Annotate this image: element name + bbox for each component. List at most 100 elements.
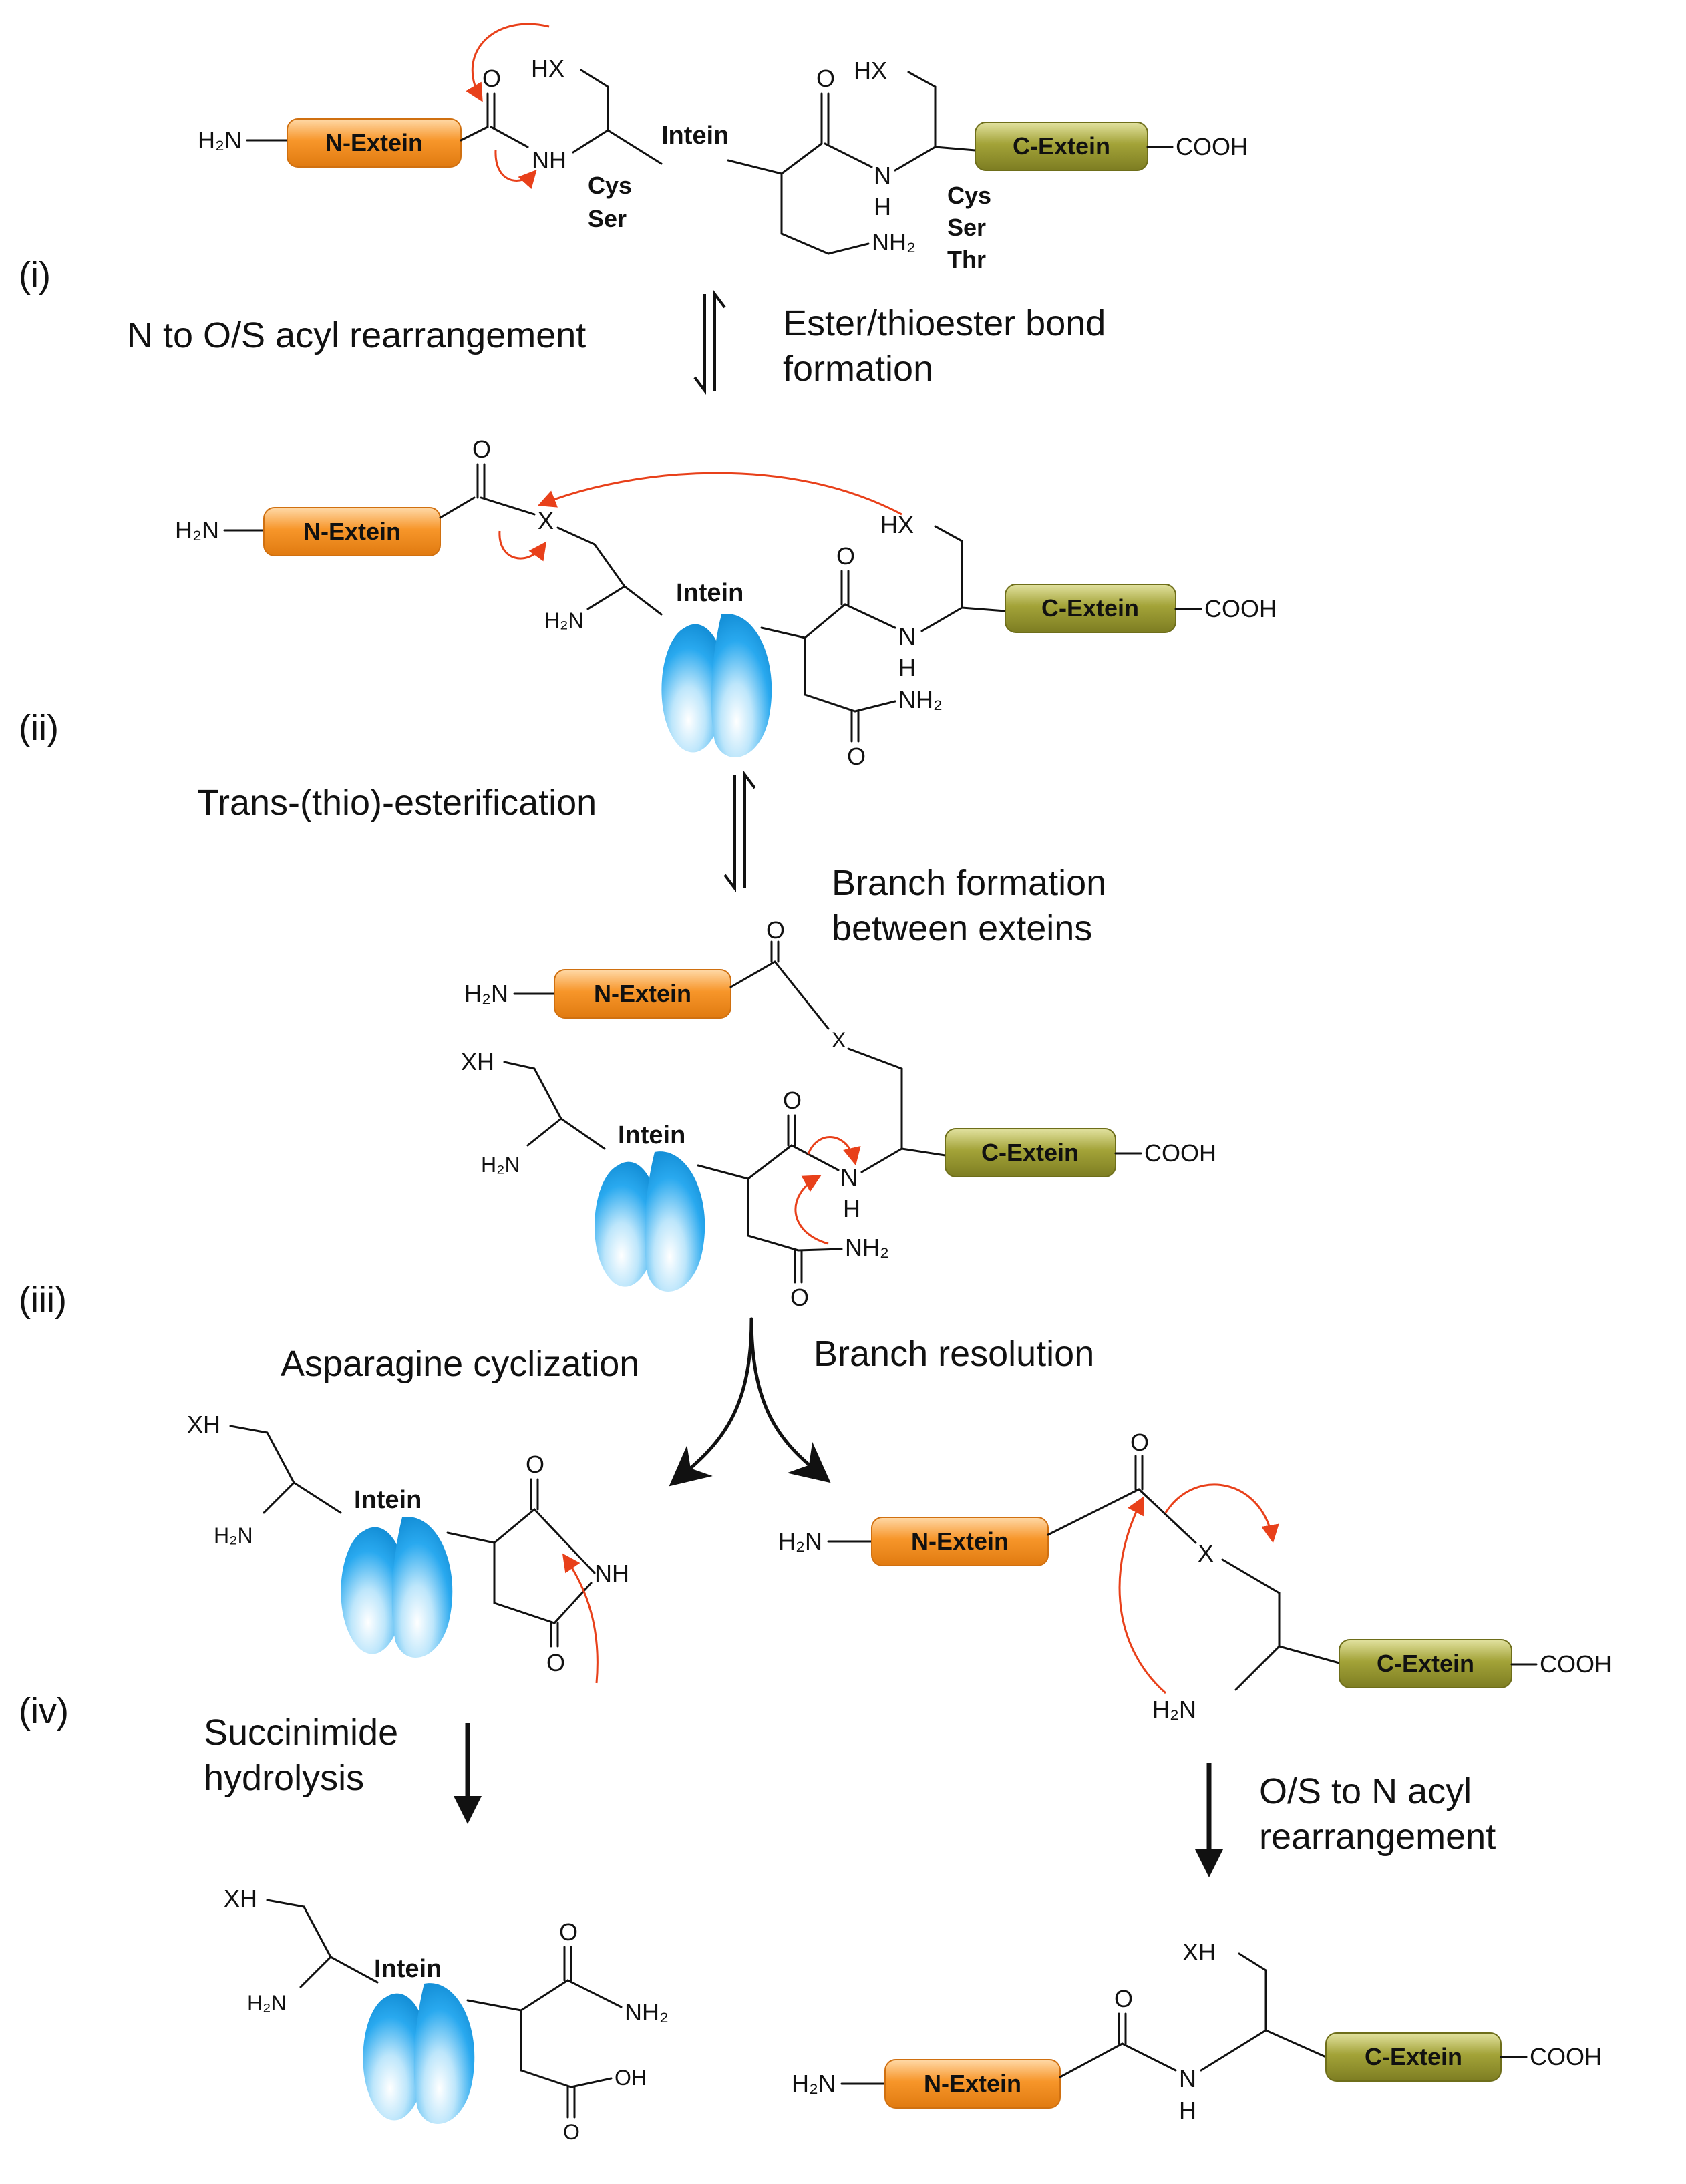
n-extein-box	[287, 118, 462, 168]
n-extein-label: N-Extein	[924, 2070, 1021, 2097]
curved-arrow	[498, 530, 547, 562]
curved-arrow	[494, 150, 537, 190]
thiol-hx-2: HX	[854, 57, 887, 84]
acid-o: O	[563, 2120, 580, 2144]
thiol-xh: XH	[187, 1411, 220, 1438]
residue-ser-c: Ser	[947, 214, 986, 241]
carbonyl-o: O	[766, 916, 785, 944]
structure-i: H₂N N-Extein O NH HX Cys Ser Intein O N …	[198, 23, 1248, 273]
product-intein: XH H₂N Intein O NH₂ OH O	[224, 1885, 669, 2144]
curved-arrow	[466, 23, 550, 102]
amide-n: N	[898, 622, 916, 650]
caption-branch-res: Branch resolution	[814, 1334, 1094, 1374]
structure-iii: H₂N N-Extein O X XH H₂N Intein O N H	[461, 916, 1216, 1311]
n-extein-box	[263, 507, 441, 556]
carbonyl-o-2: O	[816, 65, 835, 92]
amide-h: H	[1179, 2097, 1196, 2124]
branch-arrow	[669, 1317, 831, 1487]
imide-nh: NH	[595, 1560, 629, 1587]
equilibrium-arrow-1	[693, 290, 726, 395]
intein-protein	[363, 1983, 475, 2124]
carboxyl-cooh: COOH	[1540, 1650, 1612, 1678]
ester-x: X	[1198, 1539, 1214, 1567]
amine-label: H₂N	[464, 980, 508, 1007]
carboxyl-cooh: COOH	[1204, 595, 1277, 622]
caption-os-to-n-1: O/S to N acyl	[1259, 1771, 1472, 1811]
free-amine: H₂N	[1152, 1696, 1196, 1723]
caption-ester-2: formation	[783, 349, 933, 389]
amine-nh2: H₂N	[247, 1991, 287, 2015]
intein-label: Intein	[374, 1955, 442, 1983]
n-extein-box	[884, 2059, 1061, 2109]
n-extein-box	[871, 1517, 1049, 1566]
curved-arrow	[794, 1175, 829, 1245]
curved-arrow	[537, 472, 902, 516]
intein-label: Intein	[354, 1486, 422, 1514]
c-extein-label: C-Extein	[1365, 2043, 1462, 2070]
n-extein-box	[554, 969, 731, 1019]
side-chain-o: O	[847, 743, 866, 770]
c-extein-label: C-Extein	[1013, 132, 1110, 160]
amide-h: H	[843, 1195, 860, 1222]
amide-n: N	[840, 1163, 858, 1191]
amine-label: H₂N	[175, 516, 219, 544]
step-label-iv: (iv)	[19, 1691, 69, 1731]
carbonyl-o: O	[482, 65, 501, 92]
intein-label: Intein	[676, 579, 743, 607]
side-chain-o: O	[790, 1284, 809, 1311]
intein-label: Intein	[618, 1121, 685, 1149]
n-extein-label: N-Extein	[303, 518, 401, 545]
side-chain-nh2: NH₂	[898, 686, 943, 713]
side-chain-nh2: NH₂	[872, 228, 916, 256]
carbonyl-o-2: O	[783, 1087, 802, 1114]
amine-label: H₂N	[792, 2070, 836, 2097]
structure-ii: H₂N N-Extein O X H₂N Intein O N H HX	[175, 435, 1277, 770]
acid-oh: OH	[615, 2066, 647, 2090]
caption-asn-cycl: Asparagine cyclization	[281, 1344, 639, 1384]
carboxyl-cooh: COOH	[1176, 133, 1248, 160]
amine-nh2: H₂N	[481, 1153, 520, 1177]
amide-nh2: NH₂	[625, 1998, 669, 2026]
amide-n: N	[1179, 2065, 1196, 2092]
caption-branch-2: between exteins	[832, 908, 1092, 948]
curved-arrow	[562, 1553, 599, 1684]
ester-x: X	[538, 507, 554, 534]
c-extein-label: C-Extein	[1377, 1650, 1474, 1677]
thiol-hx: HX	[880, 511, 914, 538]
caption-ester-1: Ester/thioester bond	[783, 303, 1106, 343]
curved-arrow	[1164, 1483, 1279, 1543]
amide-o: O	[1114, 1985, 1133, 2012]
caption-branch-1: Branch formation	[832, 863, 1106, 903]
n-extein-label: N-Extein	[594, 980, 691, 1007]
thiol-xh: XH	[461, 1048, 494, 1075]
thiol-xh: XH	[224, 1885, 257, 1912]
imide-o-bottom: O	[546, 1649, 565, 1676]
step-label-iii: (iii)	[19, 1280, 67, 1320]
n-extein-label: N-Extein	[911, 1527, 1009, 1555]
amine-nh2: H₂N	[214, 1523, 253, 1548]
n-extein-label: N-Extein	[325, 129, 423, 156]
carbonyl-o: O	[472, 435, 491, 463]
amine-label: H₂N	[778, 1527, 822, 1555]
amide-o: O	[559, 1918, 578, 1946]
step-label-i: (i)	[19, 255, 51, 295]
caption-os-to-n-2: rearrangement	[1259, 1817, 1496, 1857]
amine-nh2: H₂N	[544, 608, 584, 632]
structure-succinimide: XH H₂N Intein NH O O	[187, 1411, 629, 1684]
amide-nh: NH	[532, 146, 566, 174]
caption-succ-1: Succinimide	[204, 1712, 398, 1753]
carbonyl-o-2: O	[836, 542, 855, 570]
curved-arrow	[807, 1136, 861, 1166]
caption-succ-2: hydrolysis	[204, 1758, 364, 1798]
caption-trans: Trans-(thio)-esterification	[197, 783, 597, 823]
amide-n: N	[874, 162, 891, 189]
intein-protein	[595, 1151, 705, 1292]
carboxyl-cooh: COOH	[1144, 1139, 1216, 1167]
equilibrium-arrow-2	[723, 771, 756, 892]
c-extein-label: C-Extein	[1041, 594, 1139, 622]
carbonyl-o: O	[1130, 1429, 1149, 1456]
amide-h: H	[874, 193, 891, 220]
intein-protein	[661, 614, 772, 757]
carboxyl-cooh: COOH	[1530, 2043, 1602, 2070]
thiol-xh: XH	[1182, 1938, 1216, 1966]
